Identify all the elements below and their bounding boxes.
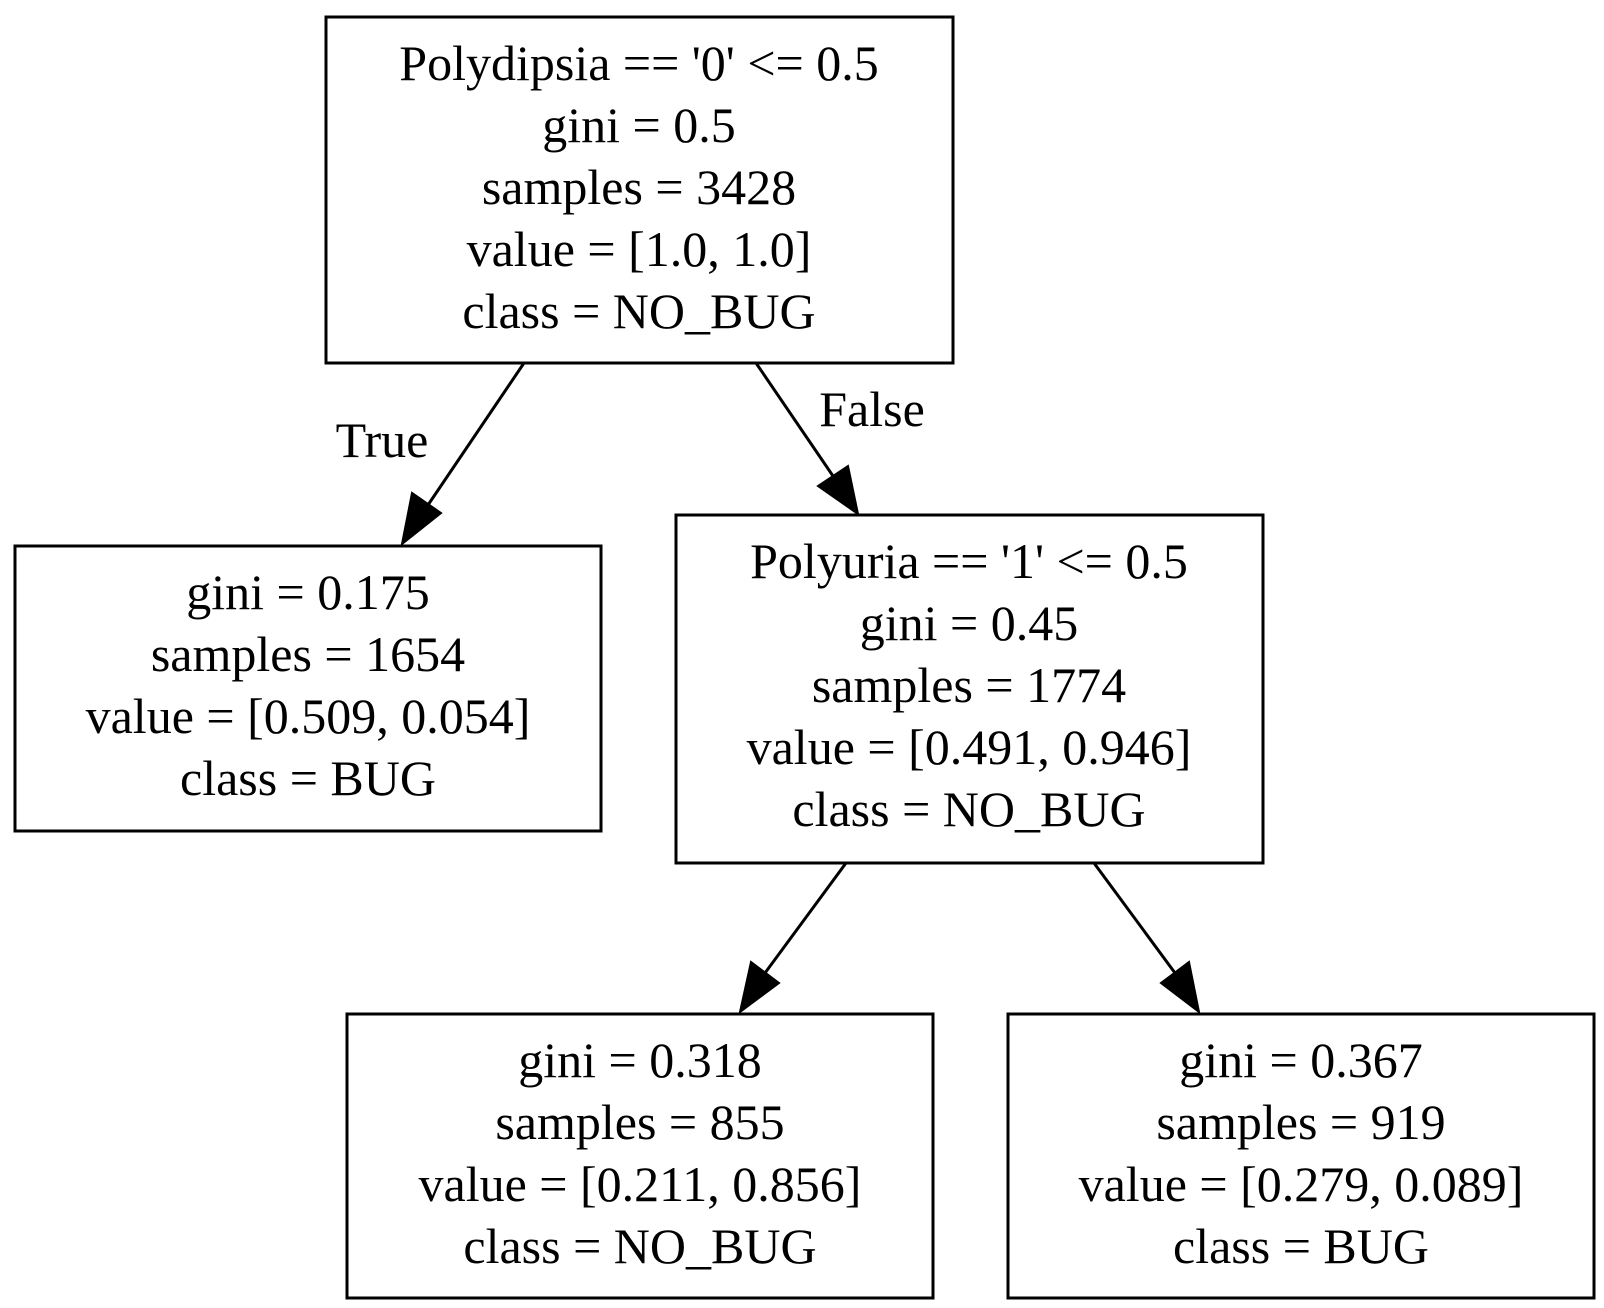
split-node-line-2: gini = 0.45: [860, 595, 1078, 651]
leaf-919-line-2: samples = 919: [1156, 1094, 1445, 1150]
root-node: Polydipsia == '0' <= 0.5 gini = 0.5 samp…: [324, 15, 955, 365]
split-node-line-5: class = NO_BUG: [792, 781, 1145, 837]
leaf-919-line-1: gini = 0.367: [1179, 1032, 1422, 1088]
true-edge-label: True: [336, 412, 429, 468]
left-leaf-node: gini = 0.175 samples = 1654 value = [0.5…: [13, 544, 603, 833]
root-node-line-2: gini = 0.5: [542, 97, 735, 153]
leaf-node-919: gini = 0.367 samples = 919 value = [0.27…: [1006, 1012, 1596, 1300]
left-leaf-line-1: gini = 0.175: [186, 564, 429, 620]
leaf-855-line-4: class = NO_BUG: [463, 1218, 816, 1274]
left-leaf-line-4: class = BUG: [180, 750, 436, 806]
root-node-line-5: class = NO_BUG: [462, 283, 815, 339]
false-edge-label: False: [819, 381, 925, 437]
leaf-855-line-2: samples = 855: [495, 1094, 784, 1150]
split-node: Polyuria == '1' <= 0.5 gini = 0.45 sampl…: [674, 513, 1265, 865]
edge-split-to-leaf-919: [1092, 862, 1201, 1015]
split-node-line-1: Polyuria == '1' <= 0.5: [750, 533, 1188, 589]
root-node-line-1: Polydipsia == '0' <= 0.5: [399, 35, 878, 91]
leaf-919-line-4: class = BUG: [1173, 1218, 1429, 1274]
left-leaf-line-2: samples = 1654: [151, 626, 465, 682]
edge-root-to-left-leaf: [400, 362, 526, 547]
split-node-line-4: value = [0.491, 0.946]: [747, 719, 1192, 775]
split-node-line-3: samples = 1774: [812, 657, 1126, 713]
edge-split-to-leaf-855: [738, 862, 848, 1015]
leaf-919-line-3: value = [0.279, 0.089]: [1079, 1156, 1524, 1212]
root-node-line-3: samples = 3428: [482, 159, 796, 215]
edge-root-to-split-node: [754, 362, 860, 517]
leaf-node-855: gini = 0.318 samples = 855 value = [0.21…: [345, 1012, 935, 1300]
root-node-line-4: value = [1.0, 1.0]: [467, 221, 812, 277]
left-leaf-line-3: value = [0.509, 0.054]: [86, 688, 531, 744]
leaf-855-line-3: value = [0.211, 0.856]: [419, 1156, 862, 1212]
leaf-855-line-1: gini = 0.318: [518, 1032, 761, 1088]
